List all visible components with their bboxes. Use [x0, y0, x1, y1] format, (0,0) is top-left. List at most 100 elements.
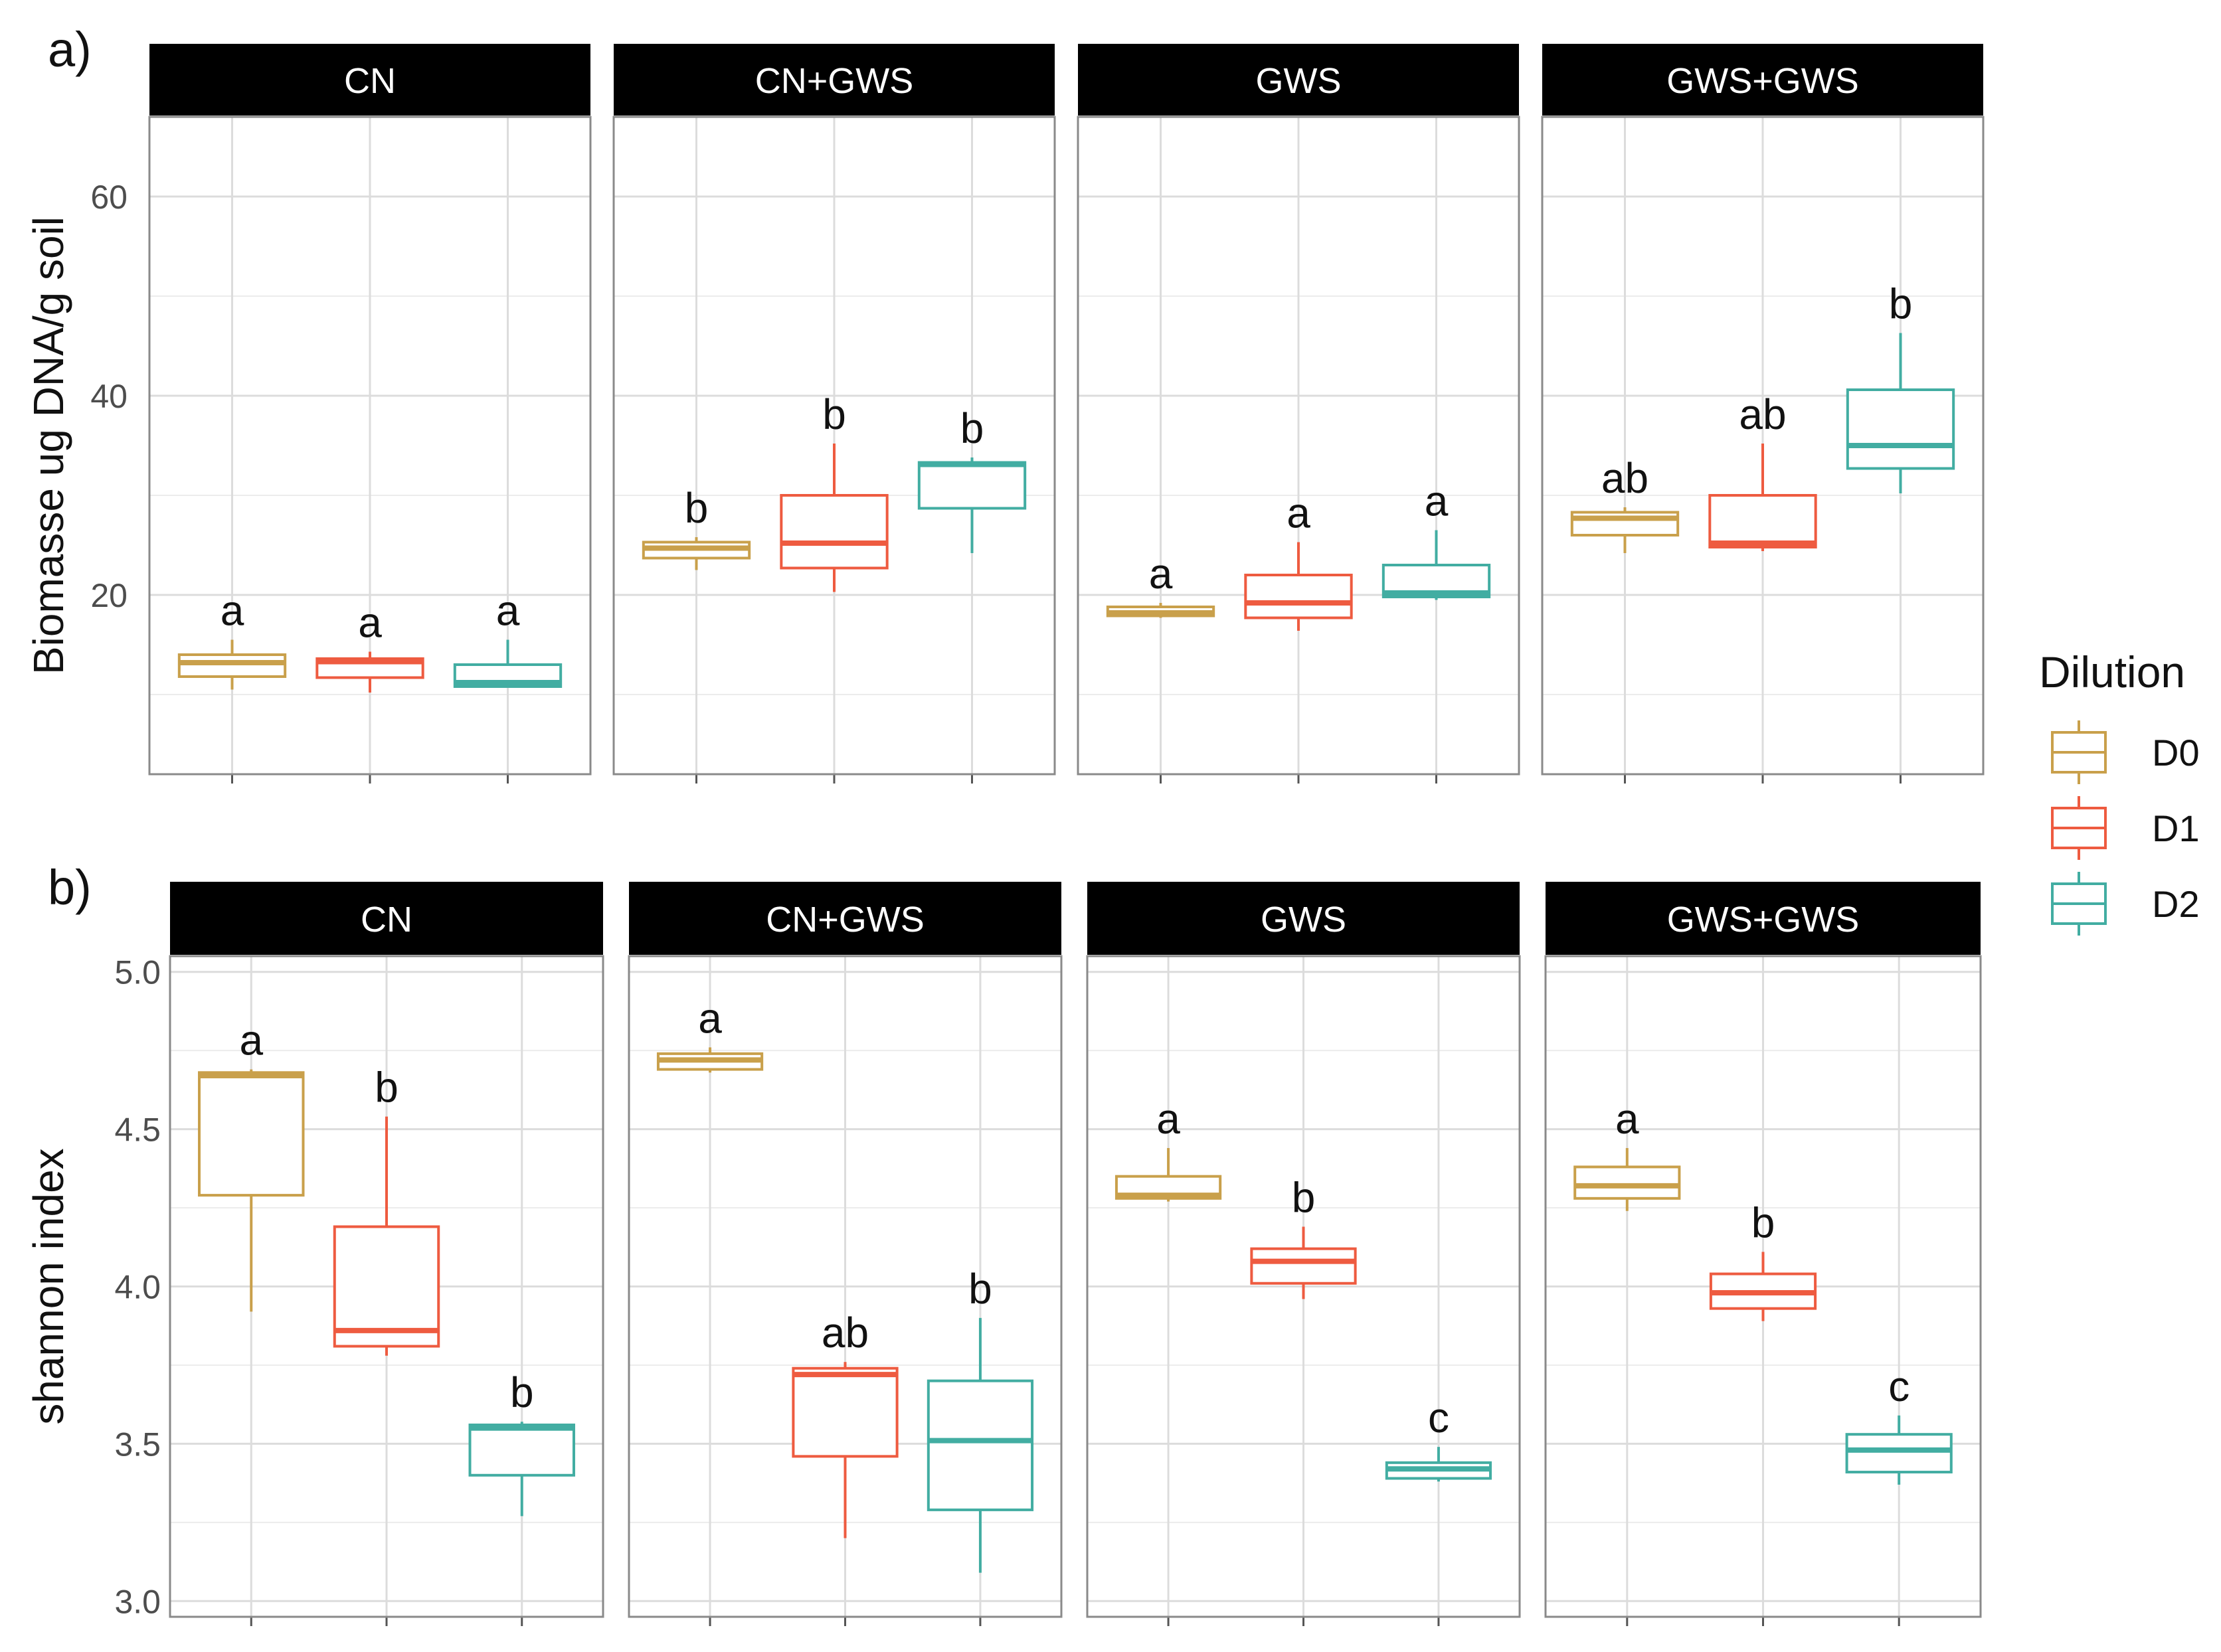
- legend-item-d1: D1: [2051, 796, 2200, 860]
- significance-letter: ab: [1739, 390, 1786, 438]
- box-body: [1846, 388, 1955, 470]
- y-tick-label: 4.0: [114, 1269, 161, 1306]
- box-body: [1708, 494, 1817, 548]
- y-tick-label: 20: [90, 577, 128, 614]
- box-d2: b: [927, 1265, 1034, 1573]
- facet-gws: GWS a a a: [1077, 44, 1520, 784]
- box-d2: c: [1845, 1363, 1953, 1485]
- significance-letter: a: [1287, 489, 1310, 537]
- facet-strip: [149, 44, 590, 116]
- facet-strip: [1542, 44, 1983, 116]
- significance-letter: a: [1149, 550, 1173, 598]
- facet-title: CN+GWS: [755, 61, 914, 101]
- facet-title: GWS+GWS: [1667, 900, 1860, 940]
- box-body: [1573, 1165, 1681, 1200]
- facet-strip: [614, 44, 1055, 116]
- box-d0: a: [177, 587, 287, 690]
- panel-label: b): [48, 860, 92, 915]
- facet-strip: [170, 882, 603, 955]
- significance-letter: b: [375, 1064, 399, 1112]
- facet-border: [1086, 955, 1521, 1618]
- panel-label: a): [48, 22, 92, 77]
- legend-item-d2: D2: [2051, 872, 2200, 936]
- y-tick-label: 3.0: [114, 1583, 161, 1620]
- y-tick-label: 5.0: [114, 954, 161, 991]
- significance-letter: c: [1428, 1394, 1449, 1442]
- facet-cn-plus-gws: CN+GWS b b b: [612, 44, 1056, 784]
- facet-title: CN: [361, 900, 412, 940]
- facet-cn: CN a a a: [148, 44, 592, 784]
- y-tick-label: 40: [90, 378, 128, 415]
- box-body: [333, 1225, 440, 1348]
- facet-title: CN+GWS: [766, 900, 925, 940]
- facet-border: [169, 955, 604, 1618]
- legend-item-d0: D0: [2051, 720, 2200, 784]
- box-body: [1244, 574, 1353, 620]
- legend-title: Dilution: [2039, 647, 2185, 697]
- significance-letter: b: [1292, 1173, 1316, 1221]
- box-d0: a: [1106, 550, 1215, 618]
- significance-letter: ab: [822, 1309, 869, 1357]
- facet-title: GWS: [1261, 900, 1346, 940]
- box-d2: c: [1385, 1394, 1492, 1482]
- facet-strip: [1078, 44, 1519, 116]
- facet-border: [1544, 955, 1982, 1618]
- facet-gws-plus-gws: GWS+GWS ab ab b: [1541, 44, 1985, 784]
- box-d1: ab: [792, 1309, 899, 1538]
- box-d2: b: [1846, 280, 1955, 493]
- significance-letter: a: [239, 1017, 263, 1064]
- box-body: [1250, 1247, 1357, 1285]
- box-body: [927, 1379, 1034, 1511]
- facet-border: [612, 116, 1056, 776]
- box-d0: a: [1114, 1095, 1222, 1202]
- box-d1: ab: [1708, 390, 1817, 551]
- box-d1: a: [315, 599, 424, 693]
- box-d0: b: [642, 484, 751, 570]
- facet-cn-plus-gws: CN+GWS a ab b: [628, 882, 1063, 1626]
- box-d0: a: [1573, 1095, 1681, 1211]
- significance-letter: b: [685, 484, 709, 532]
- box-d2: b: [917, 404, 1027, 553]
- facet-title: GWS: [1256, 61, 1342, 101]
- panel-shannon: b)shannon index3.03.54.04.55.0CNabbCN+GW…: [25, 860, 1982, 1626]
- significance-letter: a: [1156, 1095, 1180, 1143]
- significance-letter: a: [1615, 1095, 1639, 1143]
- facet-border: [148, 116, 592, 776]
- box-body: [177, 653, 287, 678]
- significance-letter: b: [822, 390, 846, 438]
- significance-letter: a: [358, 599, 382, 647]
- facet-gws: GWS a b c: [1086, 882, 1521, 1626]
- box-body: [1845, 1433, 1953, 1474]
- y-tick-label: 3.5: [114, 1426, 161, 1463]
- box-d0: a: [656, 994, 764, 1073]
- facet-title: GWS+GWS: [1666, 61, 1859, 101]
- facet-border: [1541, 116, 1985, 776]
- significance-letter: a: [1425, 477, 1449, 525]
- significance-letter: a: [496, 587, 520, 635]
- legend-label: D2: [2152, 883, 2200, 925]
- box-d1: b: [1250, 1173, 1357, 1299]
- significance-letter: c: [1888, 1363, 1910, 1410]
- box-d1: b: [780, 390, 889, 592]
- y-axis-title: Biomasse ug DNA/g soil: [25, 216, 72, 675]
- significance-letter: a: [221, 587, 244, 635]
- legend-label: D0: [2152, 732, 2200, 774]
- box-body: [917, 461, 1027, 510]
- box-d2: a: [1381, 477, 1491, 600]
- significance-letter: b: [968, 1265, 992, 1313]
- box-d1: b: [1709, 1198, 1817, 1321]
- facet-strip: [1546, 882, 1981, 955]
- facet-strip: [1087, 882, 1520, 955]
- box-body: [198, 1071, 305, 1197]
- significance-letter: b: [1751, 1198, 1775, 1246]
- facet-strip: [629, 882, 1061, 955]
- significance-letter: b: [1889, 280, 1913, 328]
- box-d0: ab: [1570, 454, 1680, 553]
- facet-title: CN: [344, 61, 396, 101]
- significance-letter: ab: [1601, 454, 1648, 502]
- box-d2: a: [453, 587, 563, 688]
